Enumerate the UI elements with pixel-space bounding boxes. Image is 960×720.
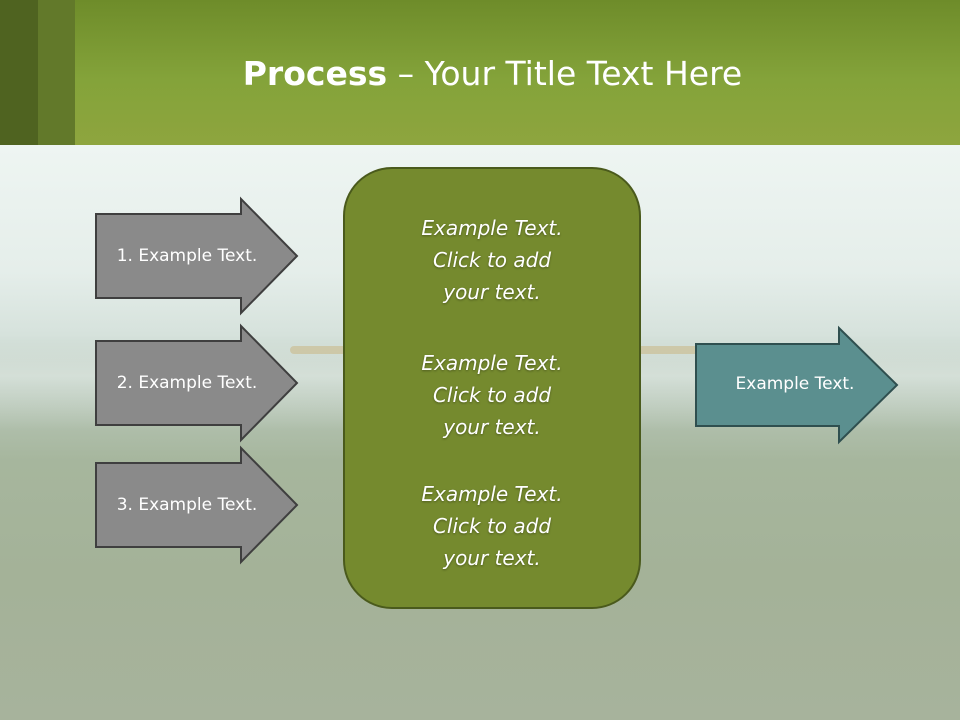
center-text-block-1: Example Text. Click to add your text.	[344, 212, 640, 308]
input-arrow-2-label: 2. Example Text.	[116, 373, 258, 393]
title-banner: Process – Your Title Text Here	[0, 0, 960, 145]
input-arrow-3[interactable]	[95, 445, 299, 565]
center-text-line: your text.	[443, 415, 541, 439]
center-text-line: Click to add	[432, 514, 552, 538]
center-text-line: your text.	[443, 546, 541, 570]
input-arrow-3-label: 3. Example Text.	[116, 495, 258, 515]
banner-accent-dark	[0, 0, 38, 145]
input-arrow-1-label: 1. Example Text.	[116, 246, 258, 266]
center-text-block-2: Example Text. Click to add your text.	[344, 347, 640, 443]
input-arrow-1[interactable]	[95, 196, 299, 316]
center-text-line: Click to add	[432, 383, 552, 407]
banner-accent-mid	[38, 0, 75, 145]
center-text-line: Click to add	[432, 248, 552, 272]
title-bold-part: Process	[242, 54, 388, 93]
output-arrow[interactable]	[695, 325, 899, 445]
output-arrow-label: Example Text.	[735, 374, 855, 394]
title-rest-part: – Your Title Text Here	[387, 54, 743, 93]
center-text-block-3: Example Text. Click to add your text.	[344, 478, 640, 574]
center-text-line: Example Text.	[421, 216, 563, 240]
center-box[interactable]	[343, 167, 641, 609]
slide-title[interactable]: Process – Your Title Text Here	[0, 52, 960, 96]
input-arrow-2[interactable]	[95, 323, 299, 443]
center-text-line: your text.	[443, 280, 541, 304]
center-text-line: Example Text.	[421, 351, 563, 375]
center-text-line: Example Text.	[421, 482, 563, 506]
